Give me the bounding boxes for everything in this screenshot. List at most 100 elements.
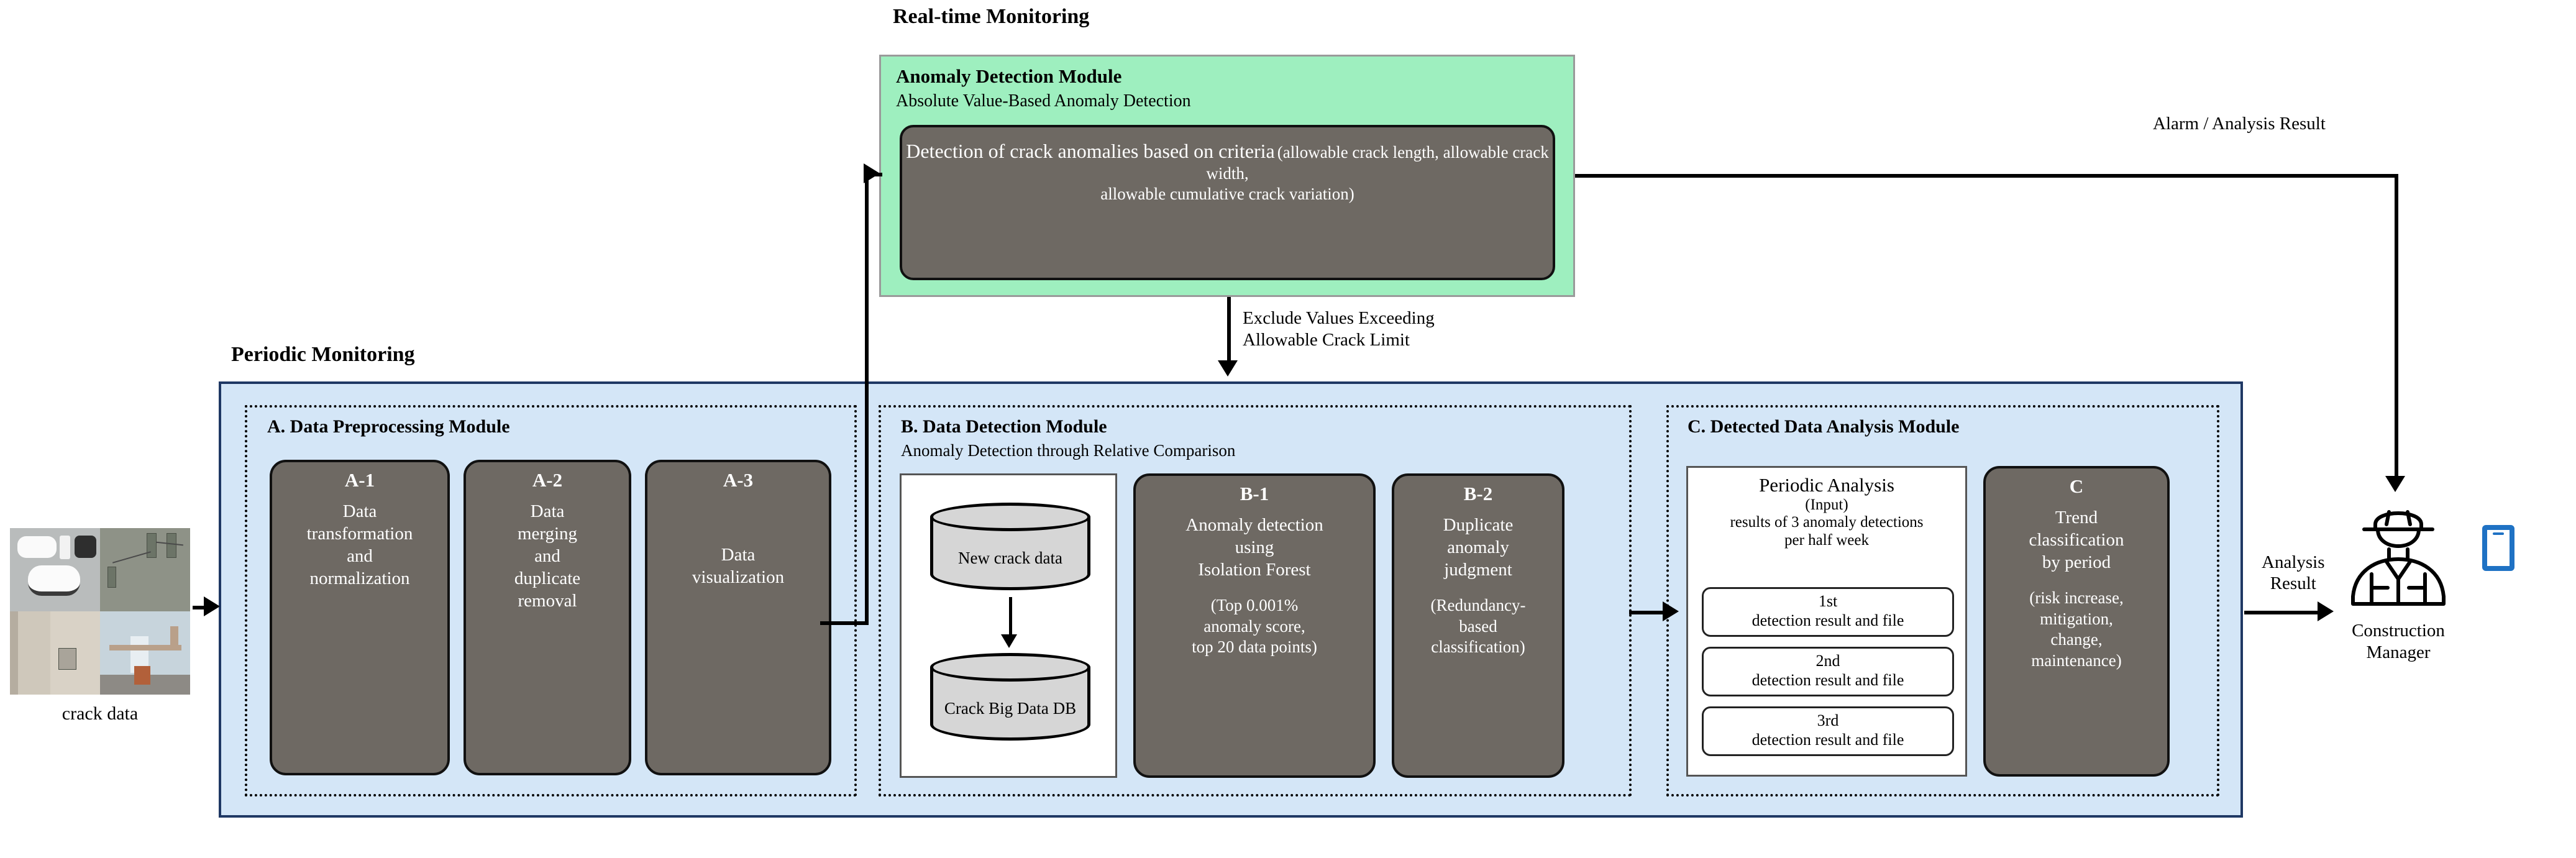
step-b-2-note: (Redundancy- based classification) xyxy=(1398,595,1558,657)
edge-realtime-to-manager-arrowhead xyxy=(2385,476,2405,492)
crack-gauge-icon-2 xyxy=(147,533,157,559)
step-a-2-line-4: duplicate xyxy=(514,568,581,589)
module-b-container: B. Data Detection Module Anomaly Detecti… xyxy=(879,405,1632,796)
step-b-2-line-1: Duplicate xyxy=(1443,515,1514,536)
step-a-3-line-1: Data xyxy=(721,545,756,565)
step-b-2-note-1: (Redundancy- xyxy=(1430,596,1526,615)
anomaly-detection-module: Anomaly Detection Module Absolute Value-… xyxy=(879,55,1575,297)
step-b-2-tag: B-2 xyxy=(1463,483,1493,504)
crack-photo-door-wall xyxy=(10,611,100,695)
module-c-container: C. Detected Data Analysis Module Periodi… xyxy=(1666,405,2219,796)
step-c-body: Trend classification by period xyxy=(1989,507,2163,574)
sensor-device-icon-a xyxy=(17,536,57,559)
crack-gauge-icon-4 xyxy=(58,647,77,670)
step-a-3-tag: A-3 xyxy=(723,469,754,491)
edge-realtime-to-moduleb-arrowhead xyxy=(1218,360,1238,377)
edge-alarm-analysis-result-label: Alarm / Analysis Result xyxy=(2153,114,2326,134)
step-b-2: B-2 Duplicate anomaly judgment (Redundan… xyxy=(1392,473,1564,778)
crack-big-data-db: Crack Big Data DB xyxy=(930,653,1090,747)
step-c-line-1: Trend xyxy=(2055,508,2098,528)
absolute-criteria-note-line2: allowable cumulative crack variation) xyxy=(1100,184,1354,203)
pipe-shape-horizontal xyxy=(109,644,181,650)
step-a-3-body: Data visualization xyxy=(651,544,825,589)
detection-result-item-1[interactable]: 1st detection result and file xyxy=(1702,587,1954,637)
step-b-1-note-3: top 20 data points) xyxy=(1192,637,1317,657)
step-a-1-line-3: and xyxy=(347,546,373,567)
pipe-shape-vertical xyxy=(170,626,179,650)
crack-big-data-db-top xyxy=(930,653,1090,682)
new-crack-data-db-label: New crack data xyxy=(958,549,1062,567)
detection-result-item-3-text: detection result and file xyxy=(1752,731,1904,749)
step-a-1-line-4: normalization xyxy=(309,568,410,589)
edge-analysis-result-line2: Result xyxy=(2270,573,2316,594)
edge-analysis-result-label: Analysis Result xyxy=(2262,552,2325,594)
step-b-2-note-2: based xyxy=(1459,616,1497,636)
anomaly-detection-module-title: Anomaly Detection Module xyxy=(896,65,1122,87)
absolute-criteria-heading: Detection of crack anomalies based on cr… xyxy=(906,140,1275,162)
absolute-criteria-note: (allowable crack length, allowable crack… xyxy=(1100,143,1549,203)
step-b-1: B-1 Anomaly detection using Isolation Fo… xyxy=(1133,473,1376,778)
module-c-title: C. Detected Data Analysis Module xyxy=(1688,416,1960,437)
detection-result-item-3[interactable]: 3rd detection result and file xyxy=(1702,706,1954,756)
detection-result-item-2-text: detection result and file xyxy=(1752,671,1904,690)
edge-realtime-to-manager-vertical xyxy=(2395,174,2398,480)
periodic-analysis-input-label: (Input) xyxy=(1805,496,1848,513)
construction-manager-name-line2: Manager xyxy=(2366,642,2431,662)
step-a-2-line-1: Data xyxy=(530,501,565,522)
step-b-1-tag: B-1 xyxy=(1240,483,1269,504)
periodic-analysis-description-line1: results of 3 anomaly detections xyxy=(1730,514,1924,531)
sensor-device-icon-b xyxy=(59,536,71,559)
step-b-2-line-3: judgment xyxy=(1444,560,1512,580)
wall-panel-shape xyxy=(18,611,51,695)
step-a-1: A-1 Data transformation and normalizatio… xyxy=(270,460,450,775)
detection-result-item-2[interactable]: 2nd detection result and file xyxy=(1702,647,1954,696)
crack-gauge-icon-1 xyxy=(107,566,117,588)
edge-exclude-values-line2: Allowable Crack Limit xyxy=(1243,330,1410,350)
absolute-criteria-note-line1: (allowable crack length, allowable crack… xyxy=(1206,143,1549,183)
periodic-analysis-description-line2: per half week xyxy=(1784,531,1870,549)
tablet-icon xyxy=(2482,525,2514,571)
periodic-analysis-panel: Periodic Analysis (Input) results of 3 a… xyxy=(1686,466,1967,777)
step-b-2-body: Duplicate anomaly judgment xyxy=(1398,514,1558,582)
construction-manager: Construction Manager xyxy=(2299,497,2498,664)
db-link-line xyxy=(1009,597,1012,638)
step-b-1-line-3: Isolation Forest xyxy=(1198,560,1311,580)
crack-data-input: crack data xyxy=(10,528,190,724)
step-a-2-line-2: merging xyxy=(517,524,578,544)
brick-shape xyxy=(134,666,151,685)
edge-crackdata-to-periodic-arrowhead xyxy=(204,596,220,616)
step-a-2-tag: A-2 xyxy=(532,469,563,491)
step-a-2: A-2 Data merging and duplicate removal xyxy=(464,460,631,775)
step-b-1-note: (Top 0.001% anomaly score, top 20 data p… xyxy=(1140,595,1369,657)
module-b-subtitle: Anomaly Detection through Relative Compa… xyxy=(901,441,1236,460)
step-a-1-line-1: Data xyxy=(342,501,377,522)
detection-result-item-2-ordinal: 2nd xyxy=(1816,652,1840,670)
edge-realtime-to-manager-horizontal xyxy=(1575,174,2396,178)
periodic-section-title: Periodic Monitoring xyxy=(231,343,415,366)
edge-a3-stub xyxy=(820,621,869,625)
step-c-line-2: classification xyxy=(2029,530,2124,550)
step-c-tag: C xyxy=(2069,475,2084,497)
absolute-criteria-process-box: Detection of crack anomalies based on cr… xyxy=(900,125,1555,280)
crack-line-1 xyxy=(112,550,151,564)
edge-periodic-to-manager xyxy=(2244,611,2323,614)
construction-manager-caption: Construction Manager xyxy=(2299,620,2498,664)
step-c-line-3: by period xyxy=(2042,552,2111,573)
sensor-device-icon-d xyxy=(28,565,81,596)
crack-photo-corner-pipes xyxy=(100,611,190,695)
edge-moduleb-to-modulec-arrowhead xyxy=(1663,601,1679,621)
crack-gauge-icon-3 xyxy=(167,533,177,559)
step-a-1-tag: A-1 xyxy=(344,469,375,491)
crack-photo-wall-gauges xyxy=(100,528,190,611)
edge-a3-to-realtime-riser xyxy=(865,173,869,624)
edge-a3-to-realtime-arrowhead xyxy=(864,163,880,183)
step-b-2-line-2: anomaly xyxy=(1447,537,1509,558)
step-b-2-note-3: classification) xyxy=(1431,637,1525,657)
crack-big-data-db-body xyxy=(930,667,1090,741)
module-a-container: A. Data Preprocessing Module A-1 Data tr… xyxy=(245,405,857,796)
module-b-title: B. Data Detection Module xyxy=(901,416,1107,437)
periodic-analysis-heading: Periodic Analysis xyxy=(1759,474,1894,496)
edge-moduleb-to-modulec xyxy=(1629,611,1668,614)
new-crack-data-db-top xyxy=(930,503,1090,531)
step-b-1-line-1: Anomaly detection xyxy=(1185,515,1323,536)
